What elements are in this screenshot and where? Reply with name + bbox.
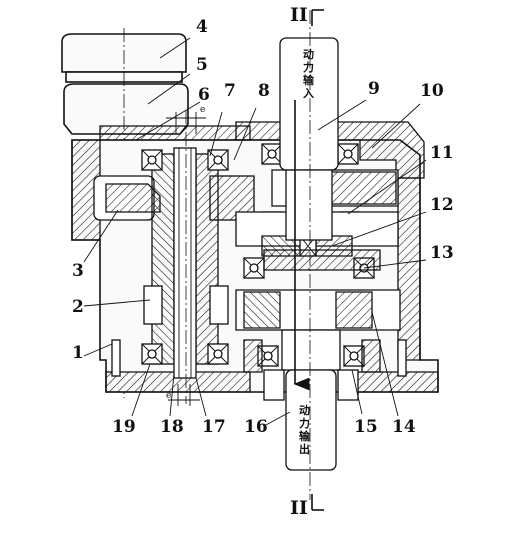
- label-7: 7: [224, 81, 236, 101]
- part-leaders: [83, 37, 427, 427]
- label-2: 2: [72, 297, 84, 317]
- section-marker-top: II: [290, 4, 324, 26]
- label-10: 10: [420, 81, 444, 101]
- label-19: 19: [112, 417, 136, 437]
- label-4: 4: [196, 17, 208, 37]
- label-17: 17: [202, 417, 226, 437]
- label-5: 5: [196, 55, 208, 75]
- section-marker-bottom: II: [290, 494, 324, 519]
- label-9: 9: [368, 79, 380, 99]
- svg-text:II: II: [290, 4, 308, 26]
- label-15: 15: [354, 417, 378, 437]
- output-shaft: [263, 329, 359, 471]
- svg-text:II: II: [290, 497, 308, 519]
- label-12: 12: [430, 195, 454, 215]
- label-18: 18: [160, 417, 184, 437]
- svg-text:动力输出: 动力输出: [299, 403, 311, 456]
- power-input-text: 动力输入: [303, 47, 315, 100]
- power-output-text: 动力输出: [299, 403, 311, 456]
- svg-text:动力输入: 动力输入: [303, 47, 315, 100]
- svg-text:e: e: [166, 391, 171, 401]
- label-16: 16: [244, 417, 268, 437]
- label-13: 13: [430, 243, 454, 263]
- dimension-e-bottom: e: [166, 384, 200, 406]
- label-11: 11: [430, 143, 454, 163]
- motor-body: [63, 83, 189, 135]
- left-gear-assembly: [93, 147, 255, 379]
- svg-text:e: e: [200, 105, 205, 115]
- part-labels: 1 2 3 4 5 6 7 8 9 10 11 12 13 14 15 16 1…: [72, 17, 454, 437]
- label-3: 3: [72, 261, 84, 281]
- label-14: 14: [392, 417, 416, 437]
- label-6: 6: [198, 85, 210, 105]
- label-1: 1: [72, 343, 84, 363]
- label-8: 8: [258, 81, 270, 101]
